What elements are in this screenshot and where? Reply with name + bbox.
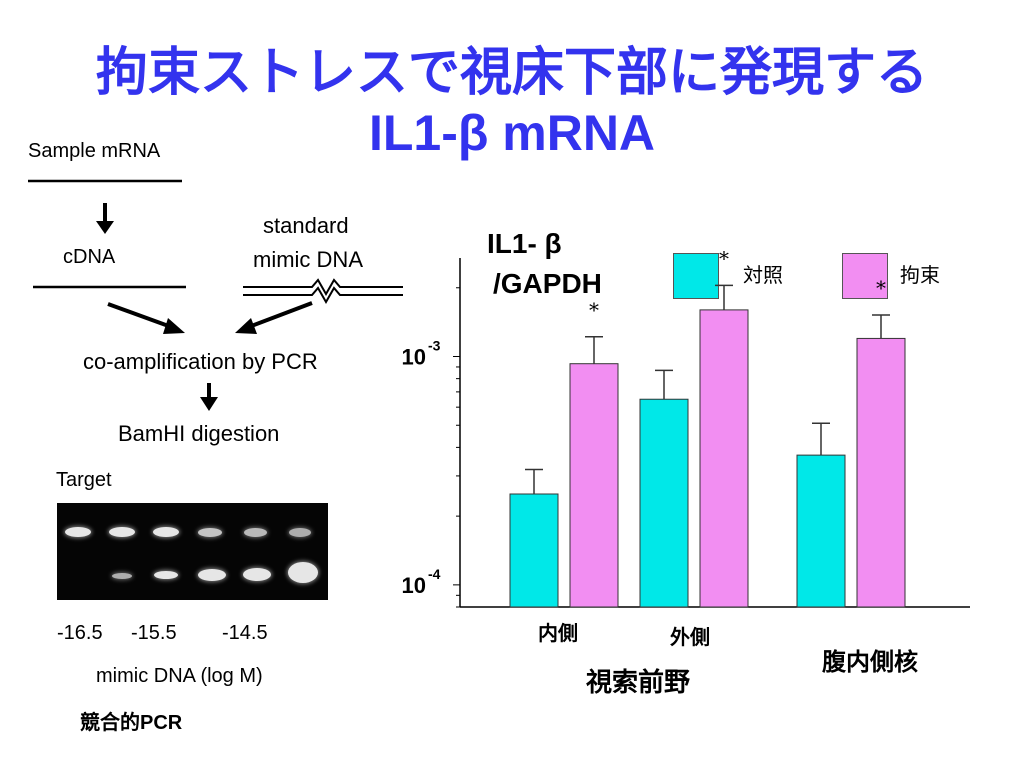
bar [796, 454, 846, 608]
arrow-left-down-icon [235, 301, 313, 334]
gel-band [153, 527, 179, 537]
y-axis-label: IL1- β [487, 228, 562, 259]
significance-marker: * [589, 298, 599, 322]
slide-title: 拘束ストレスで視床下部に発現する [95, 44, 928, 102]
gel-band [198, 569, 226, 581]
mimic-dna-label: mimic DNA [253, 247, 363, 272]
bar-chart: 10-410-3***内側外側腹内側核視索前野 [402, 246, 970, 698]
gel-band [289, 528, 311, 537]
gel-tick-label: -14.5 [222, 622, 268, 644]
significance-marker: * [719, 246, 729, 270]
target-label: Target [56, 469, 112, 491]
arrow-down-icon [200, 383, 218, 411]
legend-label: 対照 [743, 265, 783, 287]
arrow-down-icon [96, 203, 114, 234]
coamplification-label: co-amplification by PCR [83, 349, 318, 374]
method-label: 競合的PCR [80, 712, 183, 734]
standard-label: standard [263, 213, 349, 238]
bar [699, 309, 749, 608]
y-tick-label: 10 [402, 573, 426, 598]
gel-band [109, 527, 135, 537]
y-tick-exponent: -3 [428, 338, 441, 354]
cdna-label: cDNA [63, 246, 116, 268]
gel-image [57, 503, 328, 600]
bar [509, 493, 559, 608]
x-group-label: 視索前野 [586, 667, 690, 698]
gel-tick-label: -16.5 [57, 622, 103, 644]
gel-band [198, 528, 222, 537]
gel-band [244, 528, 267, 537]
bar [639, 398, 689, 608]
gel-band [243, 568, 271, 581]
gel-band [288, 562, 318, 583]
gel-band [154, 571, 178, 579]
y-tick-exponent: -4 [428, 566, 441, 582]
gel-band [112, 573, 132, 579]
bar [569, 363, 619, 608]
arrow-right-down-icon [107, 302, 185, 334]
bar [856, 337, 906, 608]
x-category-label: 内側 [538, 621, 578, 645]
gel-band [65, 527, 91, 537]
gel-axis-label: mimic DNA (log M) [96, 665, 263, 687]
digestion-label: BamHI digestion [118, 421, 280, 446]
schematic-arrows [28, 179, 403, 411]
slide-subtitle: IL1-β mRNA [368, 105, 656, 161]
legend-swatch [673, 253, 719, 299]
x-category-label: 外側 [670, 625, 710, 649]
x-category-label: 腹内側核 [822, 648, 918, 676]
y-axis-label: /GAPDH [493, 268, 602, 299]
mimic-dna-strand [243, 278, 403, 305]
sample-mrna-label: Sample mRNA [28, 140, 161, 162]
legend-label: 拘束 [900, 265, 940, 287]
y-tick-label: 10 [402, 345, 426, 370]
gel-tick-label: -15.5 [131, 622, 177, 644]
significance-marker: * [876, 276, 886, 300]
legend-swatch [842, 253, 888, 299]
